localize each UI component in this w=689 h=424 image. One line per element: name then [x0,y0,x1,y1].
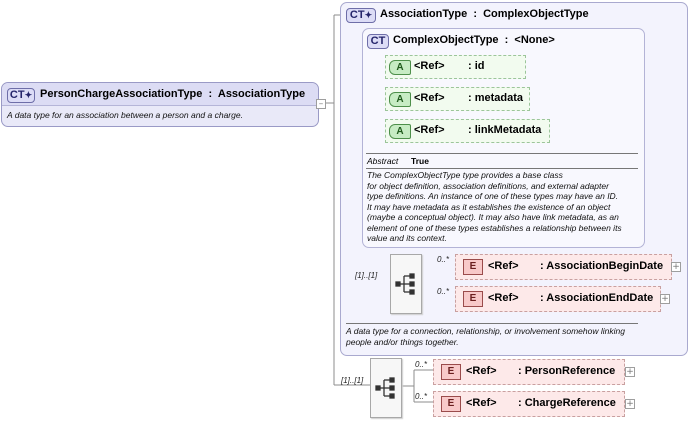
attribute-icon: A [389,60,411,75]
association-type-documentation: A data type for a connection, relationsh… [346,326,625,347]
doc-line: element of one of these types establishe… [367,222,622,233]
doc-line: (maybe a conceptual object). It may also… [367,212,619,222]
person-charge-association-type-node[interactable]: CT✦ PersonChargeAssociationType : Associ… [1,82,319,127]
attribute-id[interactable]: A <Ref> : id [385,55,526,79]
complex-type-icon: CT✦ [7,88,35,103]
sequence-compositor[interactable] [390,254,422,314]
attribute-ref: <Ref> [414,124,445,136]
type-title: PersonChargeAssociationType : Associatio… [40,88,306,100]
attribute-ref: <Ref> [414,92,445,104]
complex-type-icon: CT [367,34,389,49]
doc-line: for object definition, association defin… [367,180,609,191]
plus-icon[interactable]: + [671,262,681,272]
plus-icon[interactable]: + [660,294,670,304]
doc-separator [346,323,638,324]
attribute-icon: A [389,92,411,107]
element-charge-reference[interactable]: E <Ref> : ChargeReference [433,391,625,417]
plus-icon[interactable]: + [625,367,635,377]
complex-type-icon: CT✦ [346,8,376,23]
attribute-name: : id [468,60,485,72]
sequence-compositor-icon [375,377,395,399]
abstract-value: True [411,156,429,166]
complex-object-type-documentation: The ComplexObjectType type provides a ba… [367,170,643,244]
element-occurs: 0..* [437,255,450,264]
sequence-multiplicity: [1]..[1] [341,376,364,385]
element-ref: <Ref> [488,260,519,272]
attribute-ref: <Ref> [414,60,445,72]
doc-line: It may have metadata as it establishes t… [367,201,611,212]
element-icon: E [463,259,483,275]
minus-icon[interactable]: – [316,99,326,109]
element-association-begin-date[interactable]: E <Ref> : AssociationBeginDate [455,254,672,280]
complex-object-type-title: ComplexObjectType : <None> [393,34,555,46]
doc-separator [366,168,638,169]
element-ref: <Ref> [466,397,497,409]
element-person-reference[interactable]: E <Ref> : PersonReference [433,359,625,385]
type-header [2,83,318,106]
sequence-compositor[interactable] [370,358,402,418]
doc-line: type definitions. An instance of one of … [367,191,619,201]
doc-line: value and its context. [367,233,447,243]
doc-line: The ComplexObjectType type provides a ba… [367,170,563,180]
element-ref: <Ref> [488,292,519,304]
attribute-name: : metadata [468,92,524,104]
element-icon: E [463,291,483,307]
element-occurs: 0..* [415,360,428,369]
abstract-label: Abstract [367,156,399,166]
element-name: : AssociationEndDate [540,292,654,304]
element-association-end-date[interactable]: E <Ref> : AssociationEndDate [455,286,661,312]
abstract-separator [366,153,638,154]
element-name: : PersonReference [518,365,616,377]
type-documentation: A data type for an association between a… [7,110,243,120]
plus-icon[interactable]: + [625,399,635,409]
element-icon: E [441,396,461,412]
complex-object-type-panel: CT ComplexObjectType : <None> A <Ref> : … [362,28,645,248]
element-occurs: 0..* [437,287,450,296]
element-icon: E [441,364,461,380]
element-name: : ChargeReference [518,397,616,409]
element-name: : AssociationBeginDate [540,260,664,272]
attribute-name: : linkMetadata [468,124,542,136]
element-occurs: 0..* [415,392,428,401]
attribute-metadata[interactable]: A <Ref> : metadata [385,87,530,111]
sequence-multiplicity: [1]..[1] [355,271,378,280]
attribute-link-metadata[interactable]: A <Ref> : linkMetadata [385,119,550,143]
attribute-icon: A [389,124,411,139]
sequence-compositor-icon [395,273,415,295]
association-type-title: AssociationType : ComplexObjectType [380,8,589,20]
element-ref: <Ref> [466,365,497,377]
